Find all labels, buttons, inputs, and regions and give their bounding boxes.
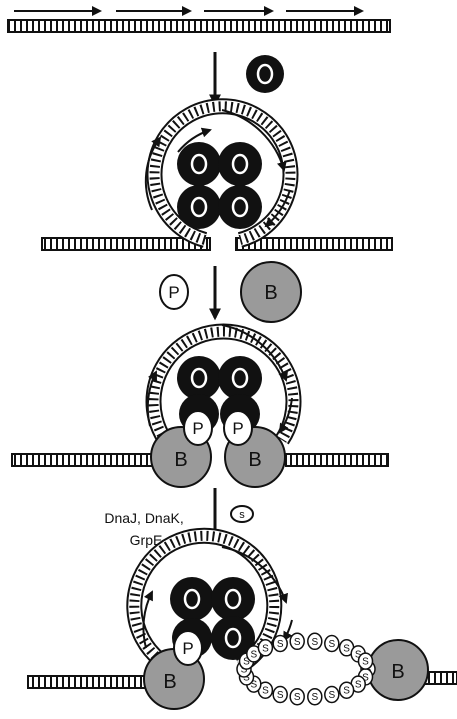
ssb-label: S <box>250 680 257 691</box>
loop-arrow <box>278 397 293 434</box>
loop-arrow <box>146 370 157 427</box>
stage-2 <box>41 98 393 251</box>
b-label: B <box>264 282 277 304</box>
p-label: P <box>192 419 203 438</box>
dna-loop <box>126 527 283 673</box>
stage-4: B P B SSSSSSSSSSSSSSSSSSSSSS <box>27 527 457 710</box>
o-protein <box>246 55 284 93</box>
o-protein <box>218 142 262 186</box>
o-protein <box>177 142 221 186</box>
ssb-coated-bubble: SSSSSSSSSSSSSSSSSSSSSS <box>236 632 376 706</box>
o-protein <box>177 185 221 229</box>
ssb-protein: S <box>307 632 323 651</box>
ssb-label: S <box>343 643 350 654</box>
o-protein <box>211 616 255 660</box>
ssb-label: S <box>250 649 257 660</box>
ssb-label: S <box>241 665 248 676</box>
ssb-label: S <box>328 690 335 701</box>
ssb-label: S <box>262 643 269 654</box>
ssb-protein: s <box>230 505 254 523</box>
p-label: P <box>232 419 243 438</box>
p-protein: P <box>183 410 213 446</box>
o-protein <box>218 185 262 229</box>
ssb-protein: S <box>324 634 340 653</box>
ssb-protein: S <box>272 634 288 653</box>
loop-arrow <box>142 590 153 649</box>
ssb-protein: S <box>272 685 288 704</box>
o-protein <box>218 356 262 400</box>
b-label: B <box>248 449 261 471</box>
ssb-protein: S <box>289 632 305 651</box>
loop-arrow <box>221 324 288 382</box>
loop-arrow <box>264 189 291 228</box>
b-protein: B <box>367 639 429 701</box>
ssb-label: S <box>362 672 369 683</box>
ssb-protein: S <box>338 681 355 699</box>
b-protein: B <box>240 261 302 323</box>
p-label: P <box>168 283 179 302</box>
ssb-protein: S <box>307 687 323 706</box>
loop-arrow <box>221 109 287 172</box>
dna-segment <box>41 237 393 251</box>
ssb-protein: S <box>324 685 340 704</box>
ssb-label: S <box>243 672 250 683</box>
ssb-label: S <box>277 639 284 650</box>
chaperone-label: DnaJ, DnaK, GrpE <box>104 510 187 548</box>
ssb-protein: S <box>289 687 305 706</box>
chaperone-line-2: GrpE <box>130 532 163 548</box>
loop-arrow <box>144 136 162 211</box>
p-protein: P <box>173 630 203 666</box>
b-label: B <box>163 671 176 693</box>
stage-3: B B P P <box>11 323 389 488</box>
dna-loop <box>145 323 302 445</box>
ssb-label: S <box>362 657 369 668</box>
p-label: P <box>182 639 193 658</box>
ssb-label: S <box>294 692 301 703</box>
loop-arrow <box>221 546 288 604</box>
ssb-label: S <box>328 639 335 650</box>
o-tetramer <box>177 142 262 229</box>
ssb-protein: S <box>257 639 274 657</box>
ssb-label: S <box>355 680 362 691</box>
b-label: B <box>391 661 404 683</box>
chaperone-line-1: DnaJ, DnaK, <box>104 510 183 526</box>
ssb-label: S <box>311 692 318 703</box>
o-protein <box>177 356 221 400</box>
dna-segment <box>7 19 391 33</box>
ssb-protein: S <box>338 639 355 657</box>
ssb-label: S <box>262 686 269 697</box>
ssb-label: S <box>355 649 362 660</box>
ssb-label: S <box>277 690 284 701</box>
ssb-label: S <box>243 657 250 668</box>
o-protein <box>170 577 214 621</box>
loop-arrow <box>177 127 212 153</box>
ssb-label: S <box>343 686 350 697</box>
b-label: B <box>174 449 187 471</box>
ssb-label: S <box>311 637 318 648</box>
ssb-label: S <box>294 637 301 648</box>
ssb-label: s <box>239 509 245 521</box>
o-protein <box>211 577 255 621</box>
ssb-protein: S <box>357 652 374 670</box>
p-protein: P <box>159 274 189 310</box>
p-protein: P <box>223 410 253 446</box>
stage-1 <box>7 6 391 33</box>
